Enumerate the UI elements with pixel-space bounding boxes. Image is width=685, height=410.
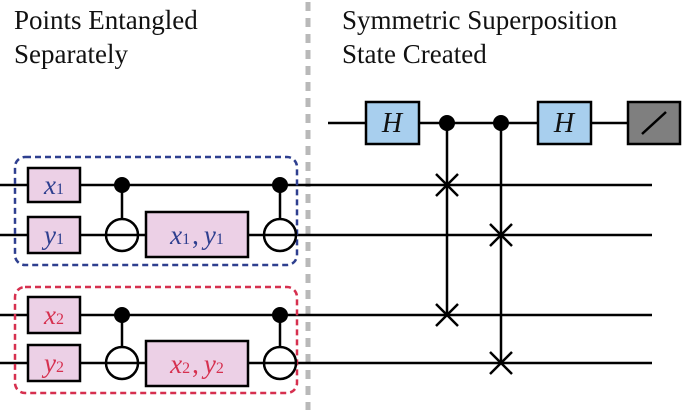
cswap1-control-dot (439, 115, 455, 131)
register-gate-y2 (26, 343, 82, 383)
cnot1-control-dot (114, 177, 130, 193)
cswap2-swap-y1 (489, 223, 513, 247)
heading-superposition-line1: Symmetric Superposition (342, 5, 618, 35)
cswap2-swap-y2 (489, 351, 513, 375)
register-gate-x2 (26, 295, 82, 335)
register-label-x1: x1 (43, 170, 64, 200)
heading-superposition-line2: State Created (342, 39, 487, 69)
register-gate-x1 (26, 166, 82, 204)
cswap1-swap-x2 (435, 303, 459, 327)
cnot4-control-dot (272, 307, 288, 323)
hadamard-label-1: H (381, 108, 404, 139)
hadamard-gate-2 (536, 100, 593, 146)
cswap2-control-dot (493, 115, 509, 131)
register-label-y2: y2 (41, 348, 64, 378)
cswap1-swap-x1 (435, 173, 459, 197)
register-gate-y1 (26, 215, 82, 255)
measurement-meter-icon (641, 111, 667, 135)
hadamard-gate-1 (364, 100, 421, 146)
heading-points-entangled-line1: Points Entangled (14, 5, 198, 35)
heading-points-entangled-line2: Separately (14, 39, 128, 69)
group-point-1-box (13, 155, 299, 267)
oracle-label-x2-y2: x2,y2 (169, 349, 224, 379)
hadamard-label-2: H (553, 108, 576, 139)
cnot2-control-dot (272, 177, 288, 193)
cnot3-control-dot (114, 307, 130, 323)
register-label-y1: y1 (41, 220, 64, 250)
oracle-label-x1-y1: x1,y1 (169, 220, 224, 250)
group-point-2-box (13, 285, 299, 395)
register-label-x2: x2 (43, 300, 64, 330)
oracle-gate-x2-y2 (144, 339, 250, 388)
oracle-gate-x1-y1 (144, 210, 250, 259)
